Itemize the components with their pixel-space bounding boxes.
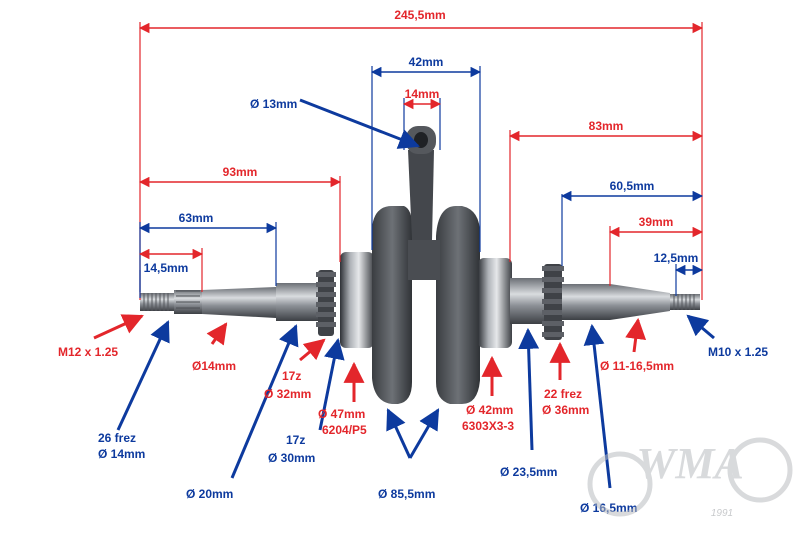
callout-left-journal: Ø14mm xyxy=(192,359,236,373)
label-42: 42mm xyxy=(409,55,444,69)
wma-logo: WMA 1991 xyxy=(587,437,793,519)
right-shaft xyxy=(562,284,610,320)
label-93: 93mm xyxy=(223,165,258,179)
callout-bearing-right-2: 6303X3-3 xyxy=(462,419,514,433)
connecting-rod xyxy=(408,150,434,240)
label-14: 14mm xyxy=(405,87,440,101)
callout-bearing-right-1: Ø 42mm xyxy=(466,403,513,417)
label-14-5: 14,5mm xyxy=(144,261,189,275)
logo-year: 1991 xyxy=(711,508,733,519)
right-bearing xyxy=(478,258,512,348)
crank-pin xyxy=(408,240,440,280)
callout-spline-2: Ø 14mm xyxy=(98,447,145,461)
label-60-5: 60,5mm xyxy=(610,179,655,193)
callout-gear17a-2: Ø 32mm xyxy=(264,387,311,401)
callout-gear22-2: Ø 36mm xyxy=(542,403,589,417)
callout-left-shaft: Ø 20mm xyxy=(186,487,233,501)
left-thread xyxy=(140,293,174,311)
label-245: 245,5mm xyxy=(394,8,445,22)
callout-pin: Ø 13mm xyxy=(250,97,297,111)
dimension-lines xyxy=(138,22,704,300)
callout-gear22-1: 22 frez xyxy=(544,387,582,401)
callout-arrows xyxy=(93,98,715,489)
label-12-5: 12,5mm xyxy=(654,251,699,265)
callout-bearing-left-1: Ø 47mm xyxy=(318,407,365,421)
callout-right-taper: Ø 11-16,5mm xyxy=(600,359,674,373)
right-journal xyxy=(510,278,548,324)
left-web xyxy=(372,206,413,404)
callout-right-thread: M10 x 1.25 xyxy=(708,345,768,359)
dimension-labels: 245,5mm 42mm 14mm 83mm 93mm 60,5mm 63mm … xyxy=(144,8,699,275)
callout-spline-1: 26 frez xyxy=(98,431,136,445)
left-shaft xyxy=(202,287,276,318)
callout-gear17a-1: 17z xyxy=(282,369,301,383)
logo-text: WMA xyxy=(636,439,744,488)
callout-left-thread: M12 x 1.25 xyxy=(58,345,118,359)
right-taper xyxy=(610,284,670,320)
right-web xyxy=(436,206,480,404)
crankshaft-illustration xyxy=(140,126,700,404)
left-bearing xyxy=(340,252,374,348)
label-63: 63mm xyxy=(179,211,214,225)
callout-gear17b-1: 17z xyxy=(286,433,305,447)
label-39: 39mm xyxy=(639,215,674,229)
callout-flywheel: Ø 85,5mm xyxy=(378,487,435,501)
callout-labels: Ø 13mm M12 x 1.25 Ø14mm 17z Ø 32mm Ø 47m… xyxy=(58,97,768,515)
label-83: 83mm xyxy=(589,119,624,133)
callout-bearing-left-2: 6204/P5 xyxy=(322,423,367,437)
left-shaft-step xyxy=(276,283,320,321)
callout-gear17b-2: Ø 30mm xyxy=(268,451,315,465)
callout-right-journal: Ø 23,5mm xyxy=(500,465,557,479)
